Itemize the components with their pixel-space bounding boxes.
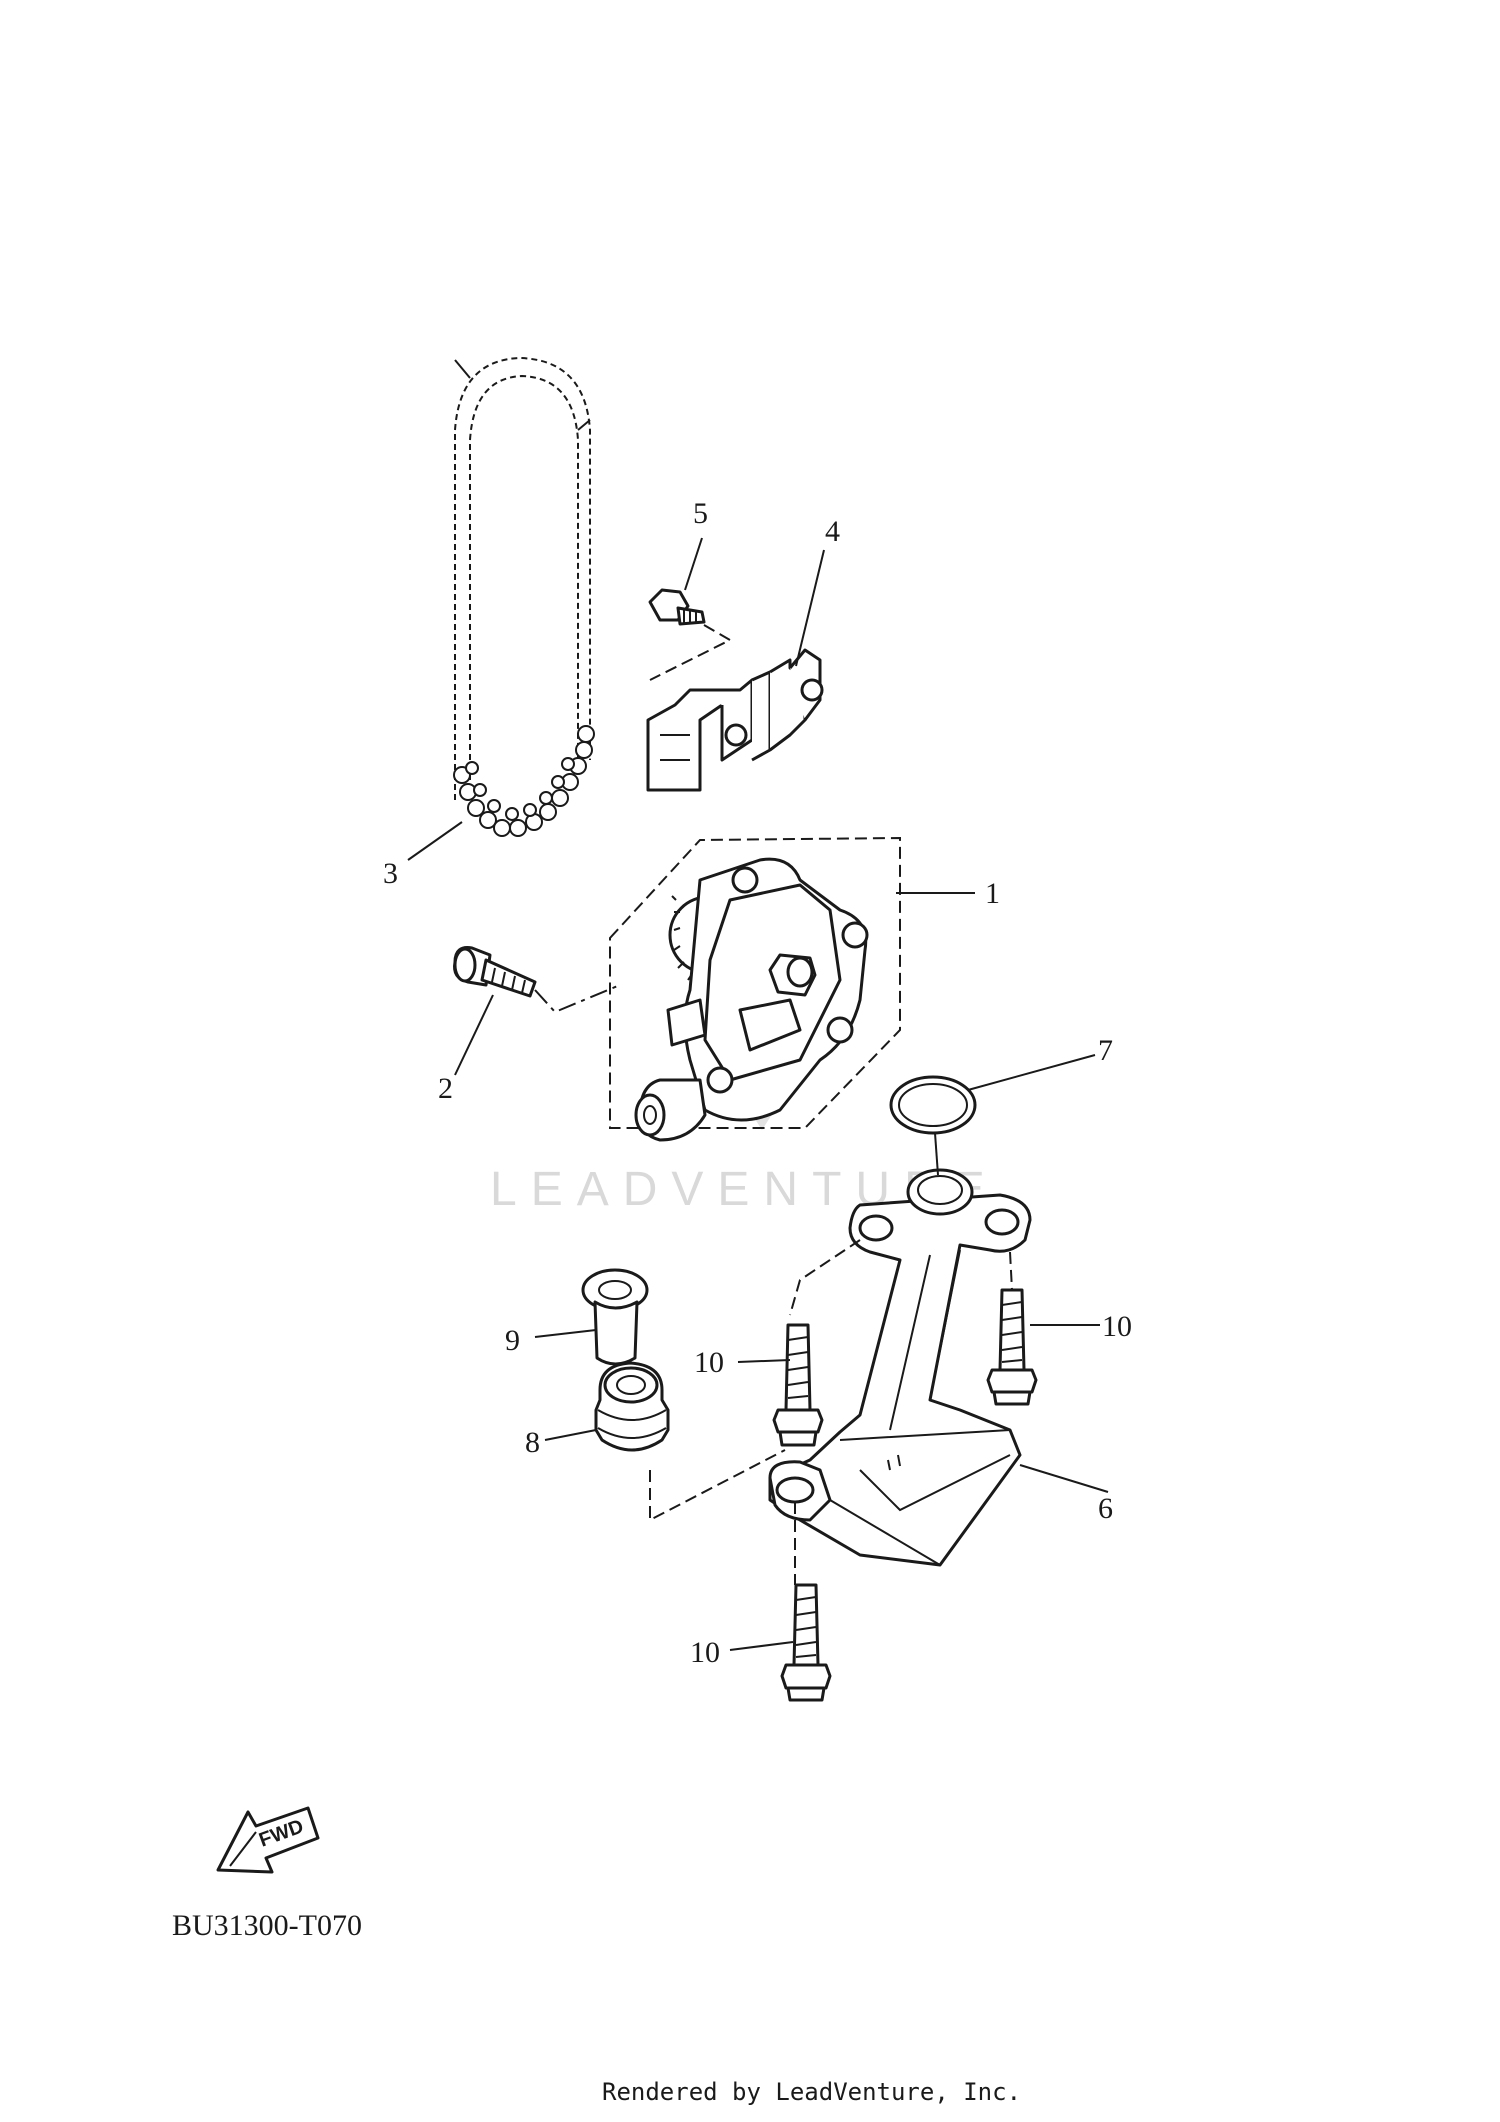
part-6-strainer <box>768 1168 1032 1567</box>
callout-6[interactable]: 6 <box>1098 1492 1113 1525</box>
part-9-collar <box>581 1268 649 1366</box>
leader-lines <box>407 537 1109 1651</box>
part-4-chain-guide <box>646 648 824 792</box>
part-1-oil-pump <box>609 836 901 1142</box>
callout-10-bottom[interactable]: 10 <box>690 1636 720 1669</box>
rendered-by-credit: Rendered by LeadVenture, Inc. <box>602 2078 1021 2106</box>
pump-to-strainer-line <box>789 1239 861 1316</box>
callout-7[interactable]: 7 <box>1098 1034 1113 1067</box>
callout-10-right[interactable]: 10 <box>1102 1310 1132 1343</box>
callout-10-left[interactable]: 10 <box>694 1346 724 1379</box>
part-10-bolt-bottom <box>780 1583 832 1702</box>
grommet-8-to-strainer-line <box>649 1449 786 1522</box>
chain-links <box>453 725 595 837</box>
callout-3[interactable]: 3 <box>383 857 398 890</box>
screw-2-to-pump-line <box>534 984 621 1014</box>
callout-1[interactable]: 1 <box>985 877 1000 910</box>
part-7-o-ring <box>889 1075 977 1135</box>
fwd-arrow-icon: FWD <box>216 1806 320 1874</box>
part-3-chain <box>453 356 595 837</box>
diagram-code: BU31300-T070 <box>172 1909 362 1942</box>
part-8-grommet <box>594 1361 670 1452</box>
callout-4[interactable]: 4 <box>825 515 840 548</box>
part-5-bolt <box>648 588 706 626</box>
callout-5[interactable]: 5 <box>693 497 708 530</box>
bolt-5-to-guide-line <box>649 624 733 681</box>
part-2-screw <box>453 946 537 998</box>
part-10-bolt-right <box>986 1288 1038 1406</box>
callout-8[interactable]: 8 <box>525 1426 540 1459</box>
callout-9[interactable]: 9 <box>505 1324 520 1357</box>
dropline-o-ring <box>934 1132 939 1176</box>
callouts: 1 2 3 4 5 6 7 8 9 10 10 10 <box>383 497 1132 1669</box>
strainer-upper-bolt-line <box>1009 1251 1013 1291</box>
callout-2[interactable]: 2 <box>438 1072 453 1105</box>
part-10-bolt-left <box>772 1323 824 1447</box>
